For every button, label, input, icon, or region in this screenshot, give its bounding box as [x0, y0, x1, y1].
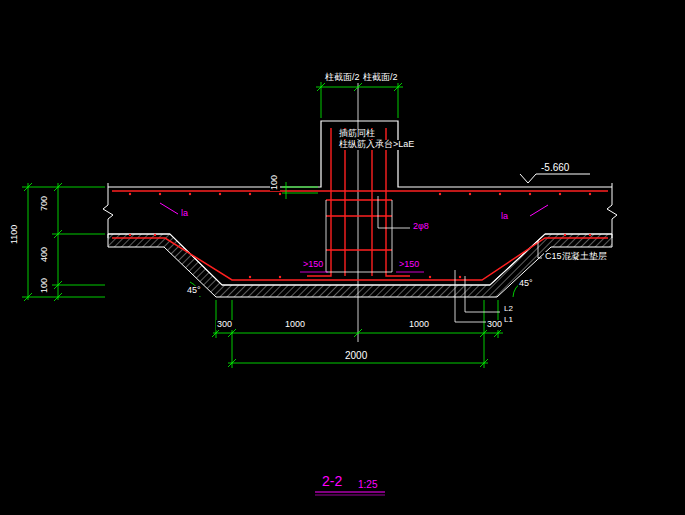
break-line — [607, 183, 617, 238]
scale-text: 1:25 — [357, 479, 378, 490]
rebar-spec: 2φ8 — [412, 222, 430, 232]
dimension-line — [22, 183, 105, 301]
rebar-dots — [129, 193, 591, 278]
elevation-text: -5.660 — [540, 162, 570, 173]
dimension-text: 1100 — [10, 223, 20, 244]
dimension-line — [316, 82, 403, 118]
dimension-text: 100 — [40, 276, 50, 293]
length-leader — [455, 270, 500, 322]
dimension-line — [212, 300, 503, 368]
spacing-mark — [396, 272, 424, 273]
dimension-text: 100 — [270, 173, 280, 190]
top-rebar — [112, 190, 608, 192]
length-mark: L2 — [503, 305, 514, 314]
dimension-line — [282, 182, 318, 199]
cushion-leader — [538, 241, 542, 258]
break-line — [103, 183, 113, 238]
dimension-text: 300 — [216, 320, 233, 330]
section-title: 2-2 — [322, 474, 342, 489]
dimension-text: 1000 — [284, 320, 306, 330]
dimension-text: 2000 — [344, 350, 368, 361]
anchor-length: la — [500, 212, 509, 222]
bottom-rebar — [112, 238, 608, 280]
anchor-length: la — [180, 209, 189, 219]
spacing-mark — [300, 272, 328, 273]
note-text: 柱纵筋入承台>LaE — [338, 140, 415, 150]
concrete-outline — [108, 234, 612, 285]
angle-text: 45° — [518, 279, 534, 289]
title-underline — [315, 495, 385, 496]
la-leader — [530, 205, 548, 216]
la-leader — [160, 203, 178, 214]
length-mark: L1 — [503, 316, 514, 325]
angle-text: 45° — [186, 286, 202, 296]
column-rebar — [307, 128, 410, 276]
dimension-text: 柱截面/2 — [362, 73, 399, 83]
dimension-text: 400 — [40, 245, 50, 262]
center-line — [358, 82, 359, 342]
dimension-text: 1000 — [408, 320, 430, 330]
note-text: 插筋同柱 — [338, 129, 376, 139]
spacing-text: >150 — [302, 260, 324, 270]
title-underline — [315, 491, 385, 492]
concrete-outline — [108, 121, 612, 187]
cushion-layer — [108, 234, 612, 297]
dimension-text: 700 — [40, 194, 50, 211]
spacing-text: >150 — [398, 260, 420, 270]
dimension-text: 300 — [486, 320, 503, 330]
elevation-mark — [520, 174, 590, 183]
cushion-note: C15混凝土垫层 — [544, 252, 608, 262]
dimension-text: 柱截面/2 — [324, 73, 361, 83]
